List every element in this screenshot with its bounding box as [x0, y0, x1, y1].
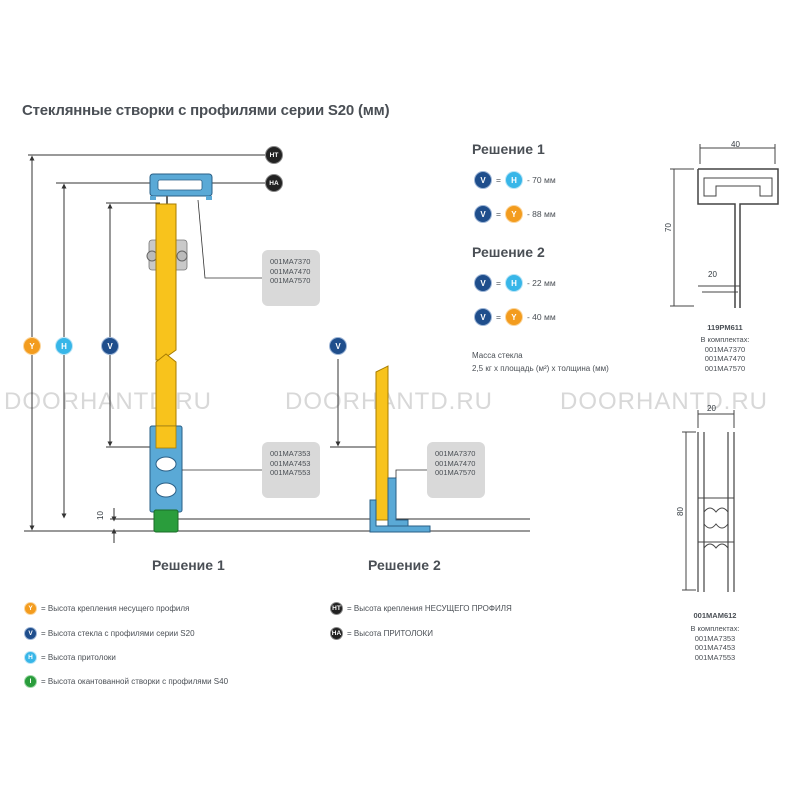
legend-text: = Высота окантованной створки с профилям…	[41, 677, 229, 686]
code-line: 001MA7470	[270, 266, 311, 276]
kit-code: 001MA7570	[704, 363, 746, 373]
code-line: 001MA7353	[270, 449, 311, 458]
legend-text: = Высота притолоки	[41, 653, 116, 662]
profile-top-height: 70	[664, 223, 673, 232]
kit-code: 001MA7470	[704, 354, 746, 363]
solution1-title: Решение 1	[472, 141, 545, 157]
legend-item-ht: HT = Высота крепления НЕСУЩЕГО ПРОФИЛЯ	[330, 602, 512, 615]
glass-panel-top	[155, 203, 177, 361]
code-box-top: 001MA7370 001MA7470 001MA7570	[262, 250, 320, 306]
profile-bottom-kit: В комплектах: 001MA7353 001MA7453 001MA7…	[660, 624, 770, 662]
profile-bottom-height: 80	[676, 507, 685, 516]
kit-code: 001MA7453	[694, 643, 736, 652]
code-box-middle: 001MA7353 001MA7453 001MA7553	[262, 442, 320, 498]
ht-badge: HT	[330, 602, 343, 615]
y-badge: Y	[504, 205, 523, 223]
profile-bottom-name: 001MAM612	[693, 611, 737, 620]
legend-item-h: H = Высота притолоки	[24, 651, 116, 664]
mass-line: 2,5 кг х площадь (м²) х толщина (мм)	[472, 364, 609, 373]
kit-code: 001MA7553	[694, 652, 736, 662]
code-line: 001MA7553	[270, 468, 311, 477]
formula-row: V = H - 70 мм	[474, 171, 556, 189]
profile-bottom-width: 20	[707, 404, 716, 413]
ha-badge: HA	[265, 174, 283, 192]
dimension-10: 10	[96, 511, 105, 520]
solution2-title: Решение 2	[472, 244, 545, 260]
v-badge: V	[24, 627, 37, 640]
legend-text: = Высота крепления несущего профиля	[41, 604, 190, 613]
equals-sign: =	[496, 312, 501, 322]
legend-item-y: Y = Высота крепления несущего профиля	[24, 602, 189, 615]
ht-badge: HT	[265, 146, 283, 164]
page-title: Стеклянные створки с профилями серии S20…	[22, 102, 390, 119]
legend-item-i: I = Высота окантованной створки с профил…	[24, 675, 228, 688]
profile-top-width: 40	[731, 140, 740, 149]
legend-item-ha: HA = Высота ПРИТОЛОКИ	[330, 627, 433, 640]
v-badge: V	[474, 308, 492, 326]
code-line: 001MA7453	[270, 458, 311, 468]
reference-lines	[24, 154, 530, 532]
formula-row: V = H - 22 мм	[474, 274, 556, 292]
legend-text: = Высота ПРИТОЛОКИ	[347, 629, 433, 638]
glass-mass-note: Масса стекла 2,5 кг х площадь (м²) х тол…	[472, 349, 609, 375]
code-line: 001MA7370	[270, 257, 311, 266]
formula-text: - 22 мм	[526, 278, 556, 288]
profile-top-name: 119PM611	[707, 323, 743, 332]
kit-label: В комплектах:	[700, 335, 750, 344]
v-badge: V	[474, 274, 492, 292]
profile-top-inner: 20	[708, 270, 717, 279]
solution2-assembly	[369, 365, 431, 533]
equals-sign: =	[496, 209, 501, 219]
v-badge-solution2: V	[329, 337, 347, 355]
profile-001mam612-drawing	[682, 410, 735, 592]
bottom-profile-solution1	[149, 425, 183, 533]
profile-top-kit: В комплектах: 001MA7370 001MA7470 001MA7…	[660, 335, 790, 373]
leader-lines	[182, 199, 427, 478]
kit-code: 001MA7353	[694, 633, 736, 643]
y-badge: Y	[24, 602, 37, 615]
equals-sign: =	[496, 175, 501, 185]
kit-label: В комплектах:	[690, 624, 740, 633]
code-line: 001MA7370	[435, 449, 476, 458]
code-line: 001MA7570	[270, 276, 311, 285]
solution2-label: Решение 2	[368, 557, 441, 573]
code-line: 001MA7570	[435, 468, 476, 477]
h-badge: H	[55, 337, 73, 355]
formula-text: - 70 мм	[526, 175, 556, 185]
y-badge: Y	[23, 337, 41, 355]
solution1-label: Решение 1	[152, 557, 225, 573]
legend-text: = Высота крепления НЕСУЩЕГО ПРОФИЛЯ	[347, 604, 512, 613]
formula-text: - 40 мм	[526, 312, 556, 322]
formula-text: - 88 мм	[526, 209, 556, 219]
code-box-right: 001MA7370 001MA7470 001MA7570	[427, 442, 485, 498]
legend-text: = Высота стекла с профилями серии S20	[41, 629, 195, 638]
v-badge: V	[101, 337, 119, 355]
ha-badge: HA	[330, 627, 343, 640]
v-badge: V	[474, 171, 492, 189]
h-badge: H	[24, 651, 37, 664]
y-badge: Y	[504, 308, 523, 326]
kit-code: 001MA7370	[704, 344, 746, 354]
h-badge: H	[504, 171, 523, 189]
formula-row: V = Y - 88 мм	[474, 205, 556, 223]
watermark: DOORHANTD.RU	[560, 388, 768, 415]
formula-row: V = Y - 40 мм	[474, 308, 556, 326]
code-line: 001MA7470	[435, 458, 476, 468]
equals-sign: =	[496, 278, 501, 288]
legend-item-v: V = Высота стекла с профилями серии S20	[24, 627, 195, 640]
h-badge: H	[504, 274, 523, 292]
mass-line: Масса стекла	[472, 351, 523, 360]
v-badge: V	[474, 205, 492, 223]
i-badge: I	[24, 675, 37, 688]
profile-119pm611-drawing	[670, 144, 779, 308]
